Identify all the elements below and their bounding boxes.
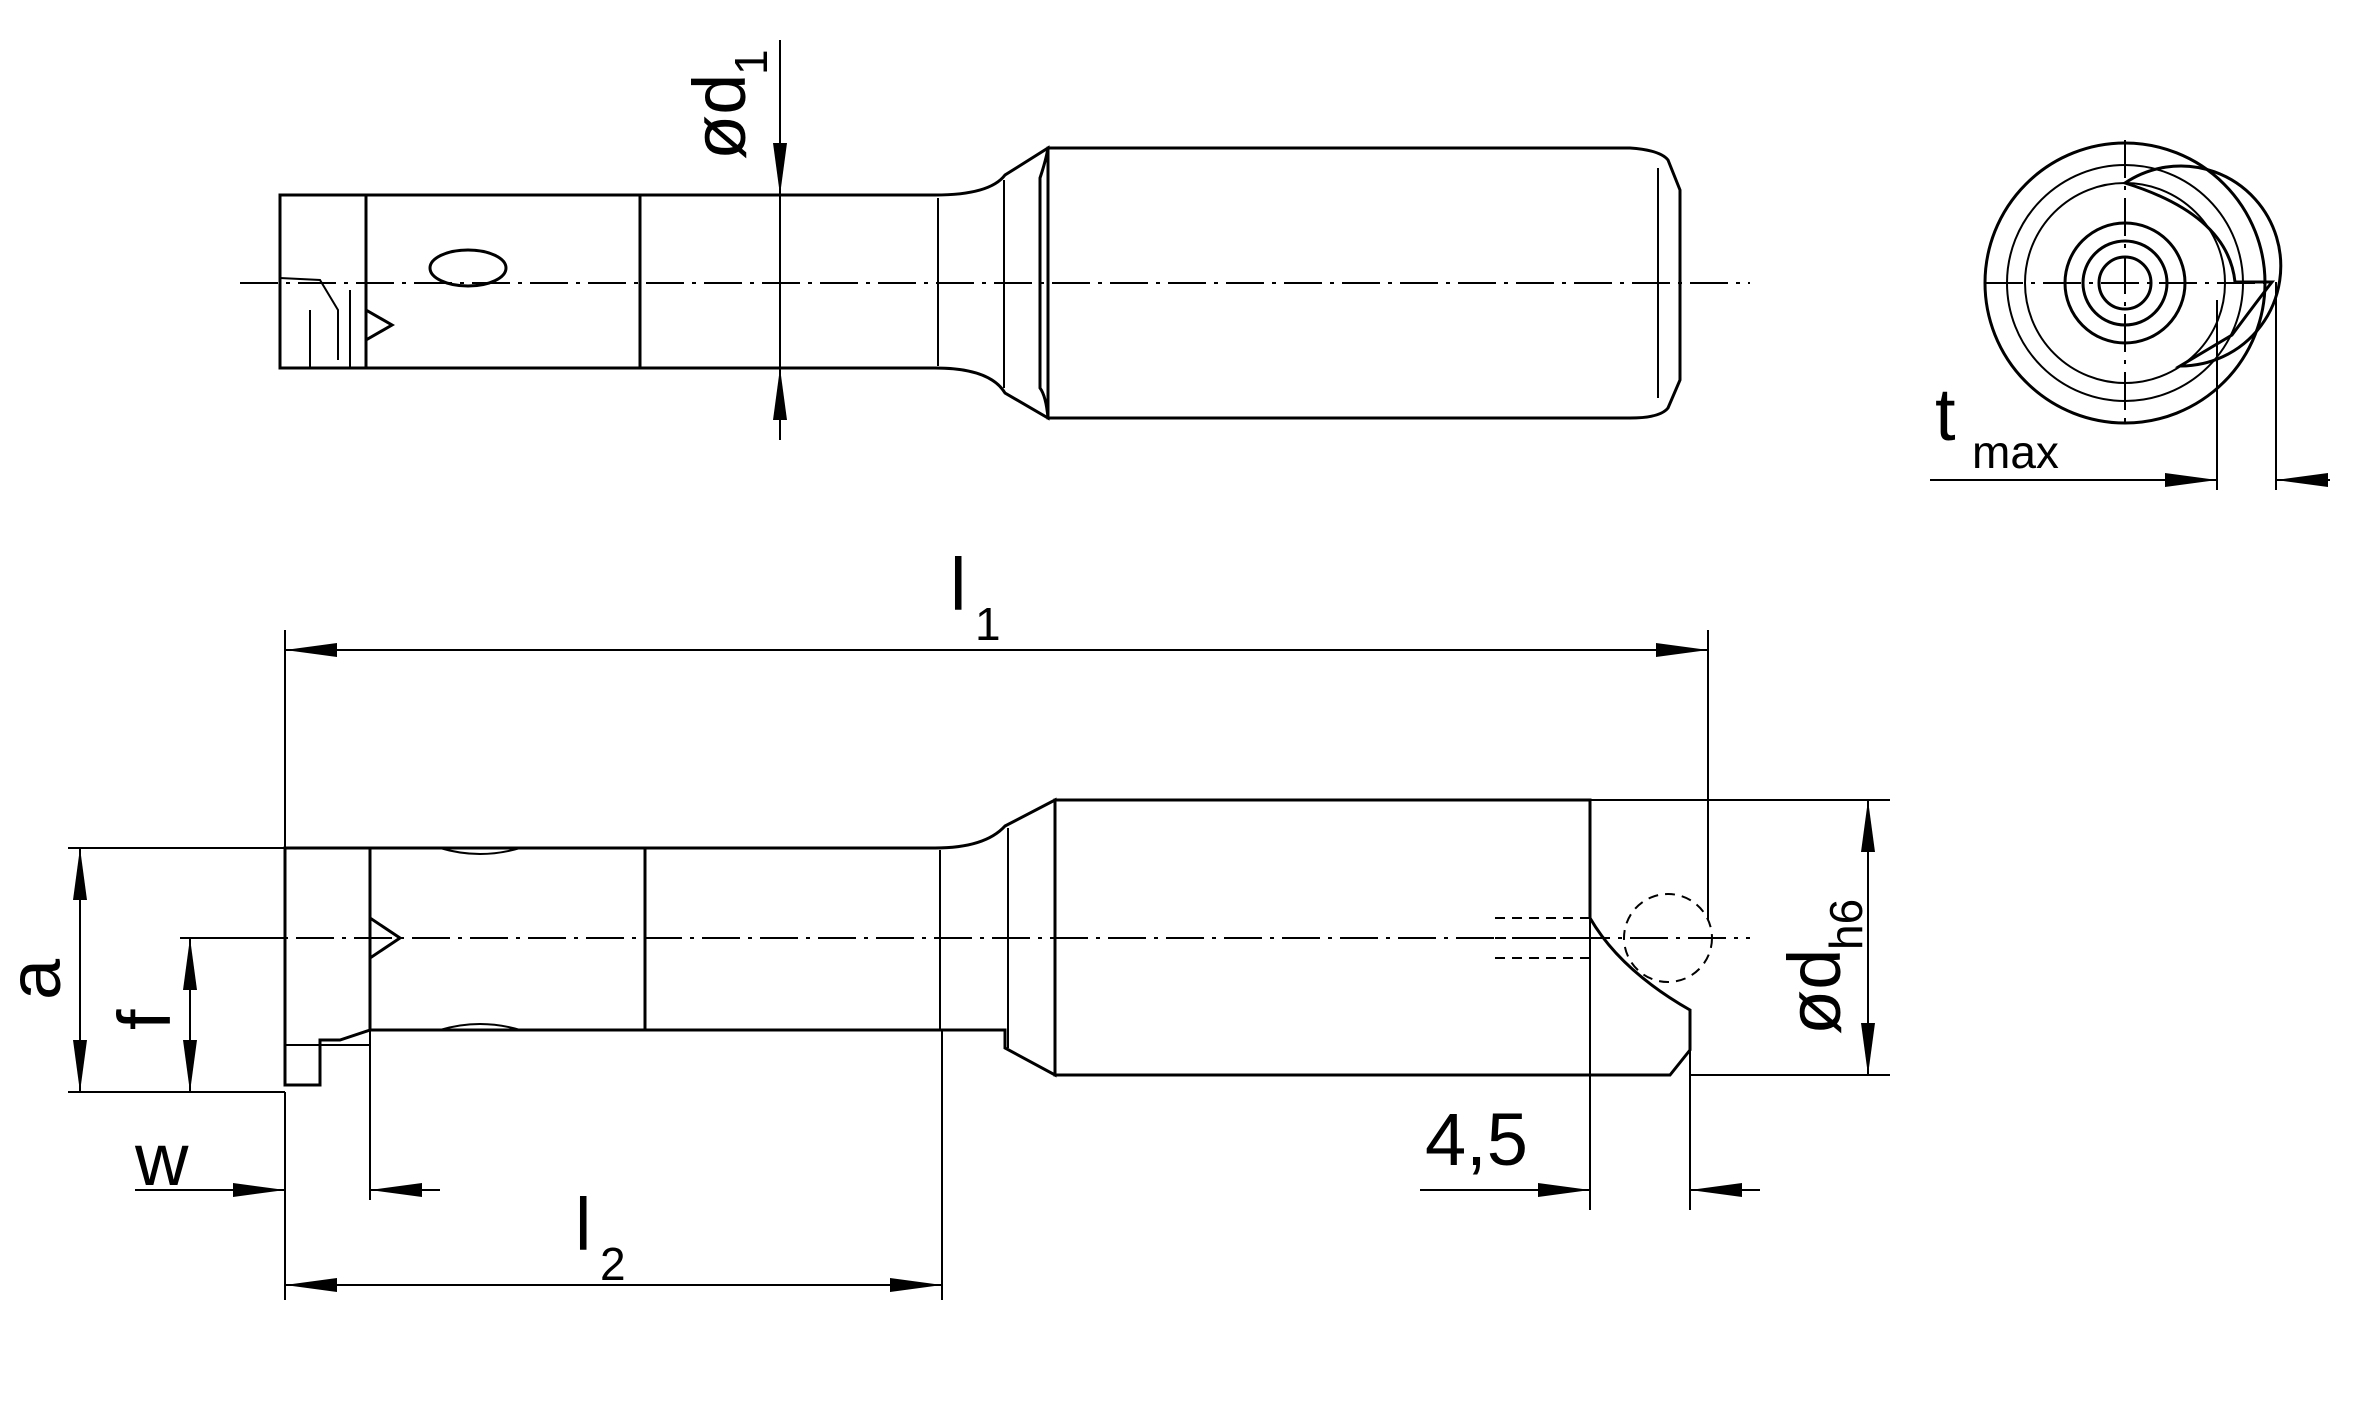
label-a: a (0, 958, 76, 1000)
top-view: ød 1 (240, 40, 1750, 440)
label-l1-main: l (950, 543, 966, 626)
label-4-5: 4,5 (1425, 1098, 1528, 1181)
end-view: t max (1930, 140, 2330, 490)
label-tmax-sub: max (1972, 426, 2059, 478)
top-shank (1038, 146, 1682, 420)
top-neck (638, 145, 1050, 421)
top-head (364, 193, 642, 370)
label-dh6-main: ød (1773, 949, 1856, 1035)
label-l2-sub: 2 (600, 1238, 626, 1290)
label-l2-main: l (575, 1183, 591, 1266)
label-tmax-main: t (1935, 373, 1956, 456)
side-insert (283, 846, 403, 1087)
label-d1-main: ød (678, 74, 761, 160)
end-insert (2121, 164, 2283, 368)
label-f: f (103, 1009, 186, 1030)
side-neck (643, 797, 1057, 1078)
clamp-screw-hole (428, 248, 508, 288)
label-dh6-sub: h6 (1820, 899, 1872, 950)
label-w: w (134, 1118, 189, 1201)
label-d1-sub: 1 (725, 49, 777, 75)
side-shank (1053, 798, 1692, 1077)
side-view: l 1 a f w l 2 ød h6 (0, 543, 1890, 1300)
top-insert (278, 193, 396, 370)
label-l1-sub: 1 (975, 598, 1001, 650)
